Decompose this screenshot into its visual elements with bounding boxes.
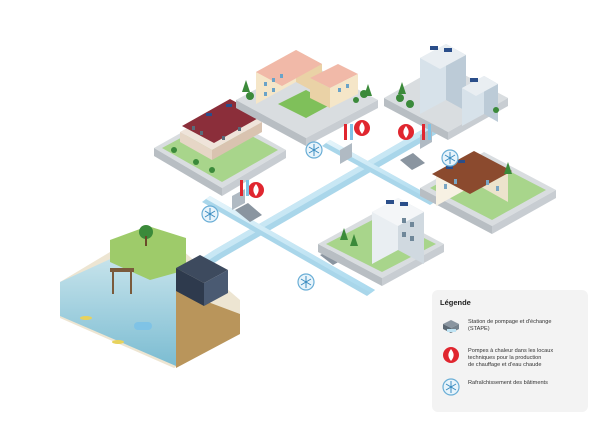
legend-title: Légende bbox=[440, 298, 471, 307]
legend-item-heat-pump: Pompes à chaleur dans les locaux techniq… bbox=[440, 344, 580, 369]
legend-item-heat-pump-line-2: techniques pour la production bbox=[468, 355, 542, 361]
legend-item-pump-station-line-1: Station de pompage et d'échange bbox=[468, 319, 552, 325]
legend-item-heat-pump-line-3: de chauffage et d'eau chaude bbox=[468, 362, 542, 368]
pump-house bbox=[176, 255, 228, 306]
legend-item-pump-station-line-2: (STAPE) bbox=[468, 326, 490, 332]
pipe-network bbox=[180, 118, 450, 296]
flame-icon bbox=[443, 347, 459, 363]
island-school bbox=[236, 50, 378, 146]
island-office-towers bbox=[384, 44, 508, 140]
cooling-markers bbox=[201, 141, 459, 291]
legend-panel: Légende Station de pompage et d'échange … bbox=[432, 290, 588, 412]
pump-station-icon bbox=[443, 320, 459, 333]
legend-item-pump-station: Station de pompage et d'échange (STAPE) bbox=[440, 315, 580, 337]
island-apartment-tower bbox=[318, 198, 444, 286]
legend-item-heat-pump-line-1: Pompes à chaleur dans les locaux bbox=[468, 348, 554, 354]
snowflake-icon bbox=[442, 378, 460, 396]
trees bbox=[242, 80, 512, 174]
riser-arrows bbox=[240, 124, 431, 196]
lake-pump-station bbox=[60, 225, 240, 368]
legend-item-cooling-line-1: Rafraîchissement des bâtiments bbox=[468, 380, 548, 386]
heat-pump-markers bbox=[248, 120, 414, 198]
legend-item-cooling: Rafraîchissement des bâtiments bbox=[440, 376, 580, 398]
island-manor bbox=[420, 151, 556, 234]
